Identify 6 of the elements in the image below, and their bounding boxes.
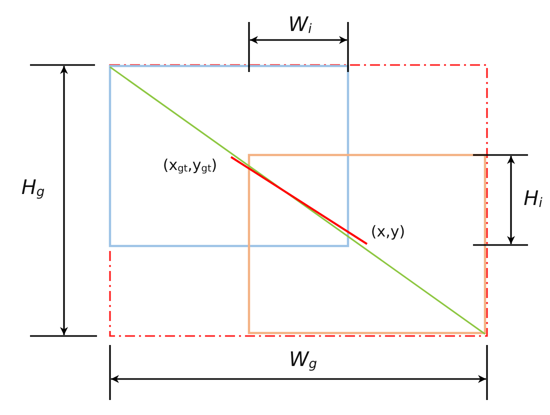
dimension-label: H$_{g}$ (21, 177, 45, 199)
coordinate-label: (x$_{gt}$,y$_{gt}$) (162, 158, 218, 174)
coordinate-label: (x,y) (370, 224, 406, 240)
dimension-label: W$_{i}$ (288, 14, 312, 36)
dimension-label: W$_{g}$ (288, 349, 318, 371)
dimension-label: H$_{i}$ (524, 188, 542, 210)
